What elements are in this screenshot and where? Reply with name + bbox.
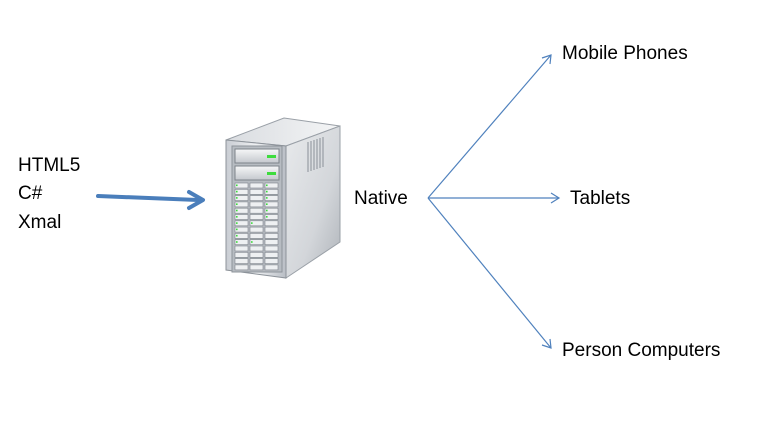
target-label-person-computers: Person Computers <box>562 340 721 361</box>
drive-bay <box>234 258 249 264</box>
drive-bay <box>249 220 264 227</box>
drive-bay <box>264 220 279 227</box>
arrow-to-mobile-phones <box>427 54 552 199</box>
drive-led <box>251 222 253 224</box>
drive-bay <box>249 252 264 258</box>
drive-led <box>236 203 238 205</box>
input-label-html5: HTML5 <box>18 155 81 176</box>
drive-bay <box>264 233 279 239</box>
drive-bay <box>264 239 279 245</box>
target-label-tablets: Tablets <box>570 188 631 209</box>
drive-bay <box>234 239 249 245</box>
drive-bay <box>264 258 279 264</box>
drive-led <box>266 209 268 212</box>
drive-led <box>236 228 238 231</box>
drive-bay <box>264 245 279 252</box>
drive-bay <box>264 207 279 214</box>
target-label-mobile-phones: Mobile Phones <box>562 43 688 64</box>
drive-bay <box>249 214 264 220</box>
drive-bay <box>249 226 264 233</box>
drive-bay <box>234 201 249 208</box>
arrow-to-tablets <box>428 192 561 204</box>
drive-bay <box>264 195 279 201</box>
drive-bay <box>249 233 264 239</box>
drive-bay <box>234 207 249 214</box>
drive-bay <box>249 258 264 264</box>
drive-led <box>266 197 268 199</box>
input-arrow <box>96 190 205 210</box>
arrow-to-person-computers <box>427 197 552 349</box>
drive-bay <box>249 239 264 245</box>
drive-led <box>236 222 238 224</box>
drive-bay <box>249 201 264 208</box>
drive-led <box>236 216 238 218</box>
drive-bay <box>234 189 249 195</box>
drive-bay <box>264 189 279 195</box>
drive-led <box>236 190 238 193</box>
drive-bay <box>234 214 249 220</box>
drive-led <box>266 190 268 193</box>
drive-bay <box>249 245 264 252</box>
native-label: Native <box>354 188 408 209</box>
drive-bay <box>234 252 249 258</box>
drive-bay <box>249 182 264 189</box>
drive-bay <box>249 195 264 201</box>
drive-led <box>266 203 268 205</box>
drive-bay <box>249 264 264 271</box>
drive-bay <box>234 182 249 189</box>
drive-bay <box>234 245 249 252</box>
drive-bay <box>234 220 249 227</box>
drive-led <box>236 197 238 199</box>
drive-bay <box>234 195 249 201</box>
drive-led <box>236 184 238 187</box>
drive-led <box>266 184 268 187</box>
drive-bay <box>249 189 264 195</box>
drive-led <box>236 241 238 243</box>
drive-bay <box>234 233 249 239</box>
drive-bay <box>264 214 279 220</box>
input-label-xmal: Xmal <box>18 212 62 233</box>
drive-led <box>266 216 268 218</box>
drive-bay <box>234 226 249 233</box>
drive-bay <box>264 226 279 233</box>
drive-led <box>236 209 238 212</box>
drive-bay <box>249 207 264 214</box>
server-tower-icon <box>225 117 341 279</box>
drive-bay <box>264 182 279 189</box>
drive-bay <box>234 264 249 271</box>
drive-bay <box>264 264 279 271</box>
drive-bay <box>264 252 279 258</box>
input-label-csharp: C# <box>18 183 43 204</box>
drive-bay <box>264 201 279 208</box>
drive-led <box>251 241 253 243</box>
drive-led <box>236 234 238 237</box>
